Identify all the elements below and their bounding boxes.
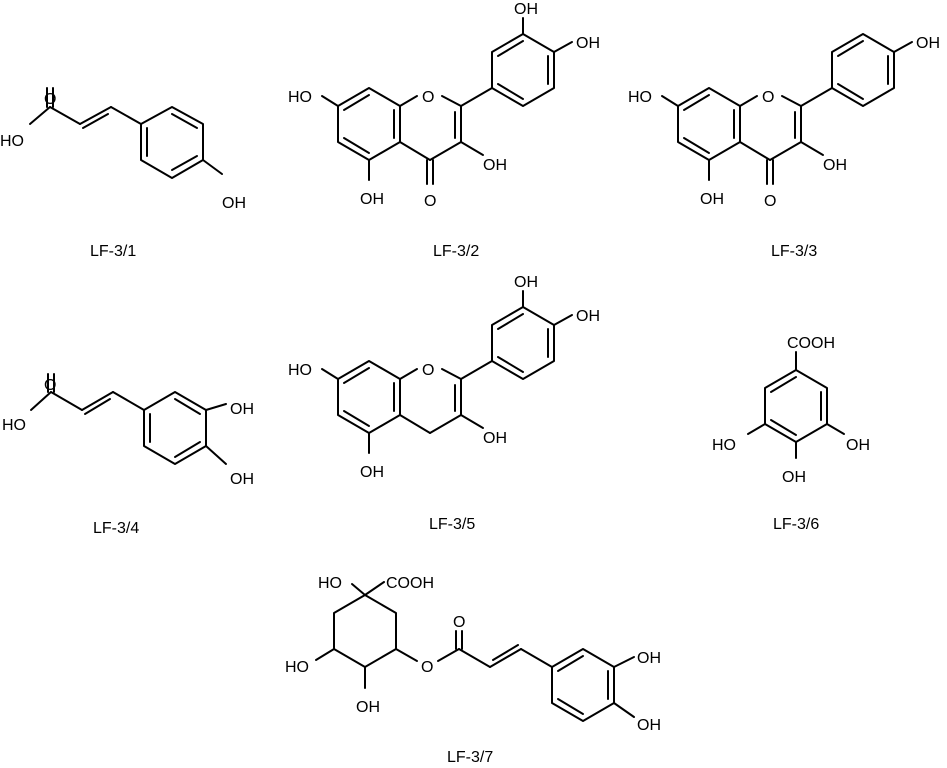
lf-3-7-oh-3p-label: OH: [637, 650, 661, 667]
lf-3-2-bonds: [321, 17, 573, 185]
lf-3-7-oh-5-label: OH: [356, 699, 380, 716]
lf-3-3-bonds: [661, 33, 913, 185]
lf-3-7-oh-4p-label: OH: [637, 717, 661, 734]
lf-3-1-caption: LF-3/1: [90, 243, 136, 260]
compound-lf-3-5: OH OH HO O OH OH LF-3/5: [288, 274, 600, 533]
compound-lf-3-4: O HO OH OH LF-3/4: [2, 373, 254, 537]
lf-3-1-bonds: [29, 87, 223, 179]
lf-3-3-caption: LF-3/3: [771, 243, 817, 260]
lf-3-2-carbonyl-o-label: O: [424, 193, 436, 210]
lf-3-4-oh-3-label: OH: [230, 401, 254, 418]
lf-3-2-oh-3p-label: OH: [514, 1, 538, 18]
lf-3-4-bonds: [30, 373, 227, 465]
lf-3-7-ester-o-label: O: [421, 659, 433, 676]
lf-3-5-oh-4p-label: OH: [576, 308, 600, 325]
lf-3-5-oh-3p-label: OH: [514, 274, 538, 291]
lf-3-6-bonds: [747, 351, 845, 459]
lf-3-1-acid-oh-label: HO: [0, 133, 24, 150]
lf-3-3-carbonyl-o-label: O: [764, 193, 776, 210]
lf-3-2-oh-5-label: OH: [360, 191, 384, 208]
compound-lf-3-2: OH OH HO O OH OH O LF-3/2: [288, 1, 600, 260]
lf-3-7-cooh-label: COOH: [386, 575, 434, 592]
lf-3-5-ring-o-label: O: [422, 362, 434, 379]
lf-3-5-caption: LF-3/5: [429, 516, 475, 533]
lf-3-3-oh-7-label: HO: [628, 89, 652, 106]
lf-3-2-oh-3-label: OH: [483, 157, 507, 174]
lf-3-7-ho-4-label: HO: [285, 659, 309, 676]
lf-3-7-ho-1-label: HO: [318, 575, 342, 592]
compound-lf-3-1: O HO OH LF-3/1: [0, 87, 246, 260]
lf-3-6-oh-3-label: HO: [712, 437, 736, 454]
lf-3-5-oh-3-label: OH: [483, 430, 507, 447]
lf-3-4-carbonyl-o-label: O: [44, 377, 56, 394]
lf-3-3-ring-o-label: O: [762, 89, 774, 106]
lf-3-2-oh-4p-label: OH: [576, 35, 600, 52]
lf-3-3-oh-5-label: OH: [700, 191, 724, 208]
lf-3-6-oh-5-label: OH: [846, 437, 870, 454]
lf-3-5-oh-7-label: HO: [288, 362, 312, 379]
lf-3-4-acid-oh-label: HO: [2, 417, 26, 434]
compound-lf-3-6: COOH HO OH OH LF-3/6: [712, 335, 870, 533]
lf-3-6-oh-4-label: OH: [782, 469, 806, 486]
lf-3-6-cooh-label: COOH: [787, 335, 835, 352]
lf-3-1-phenol-oh-label: OH: [222, 195, 246, 212]
lf-3-2-ring-o-label: O: [422, 89, 434, 106]
compound-lf-3-7: HO COOH HO OH O O OH OH LF-3/7: [285, 575, 661, 766]
lf-3-7-carbonyl-o-label: O: [453, 614, 465, 631]
lf-3-1-carbonyl-o-label: O: [44, 91, 56, 108]
lf-3-6-caption: LF-3/6: [773, 516, 819, 533]
lf-3-2-oh-7-label: HO: [288, 89, 312, 106]
lf-3-7-caption: LF-3/7: [447, 749, 493, 766]
lf-3-4-caption: LF-3/4: [93, 520, 139, 537]
lf-3-4-oh-4-label: OH: [230, 471, 254, 488]
lf-3-5-oh-5-label: OH: [360, 464, 384, 481]
lf-3-7-bonds: [315, 581, 635, 722]
lf-3-3-oh-3-label: OH: [823, 157, 847, 174]
lf-3-5-bonds: [321, 290, 573, 454]
compound-lf-3-3: OH HO O OH OH O LF-3/3: [628, 33, 940, 260]
lf-3-3-oh-4p-label: OH: [916, 35, 940, 52]
lf-3-2-caption: LF-3/2: [433, 243, 479, 260]
